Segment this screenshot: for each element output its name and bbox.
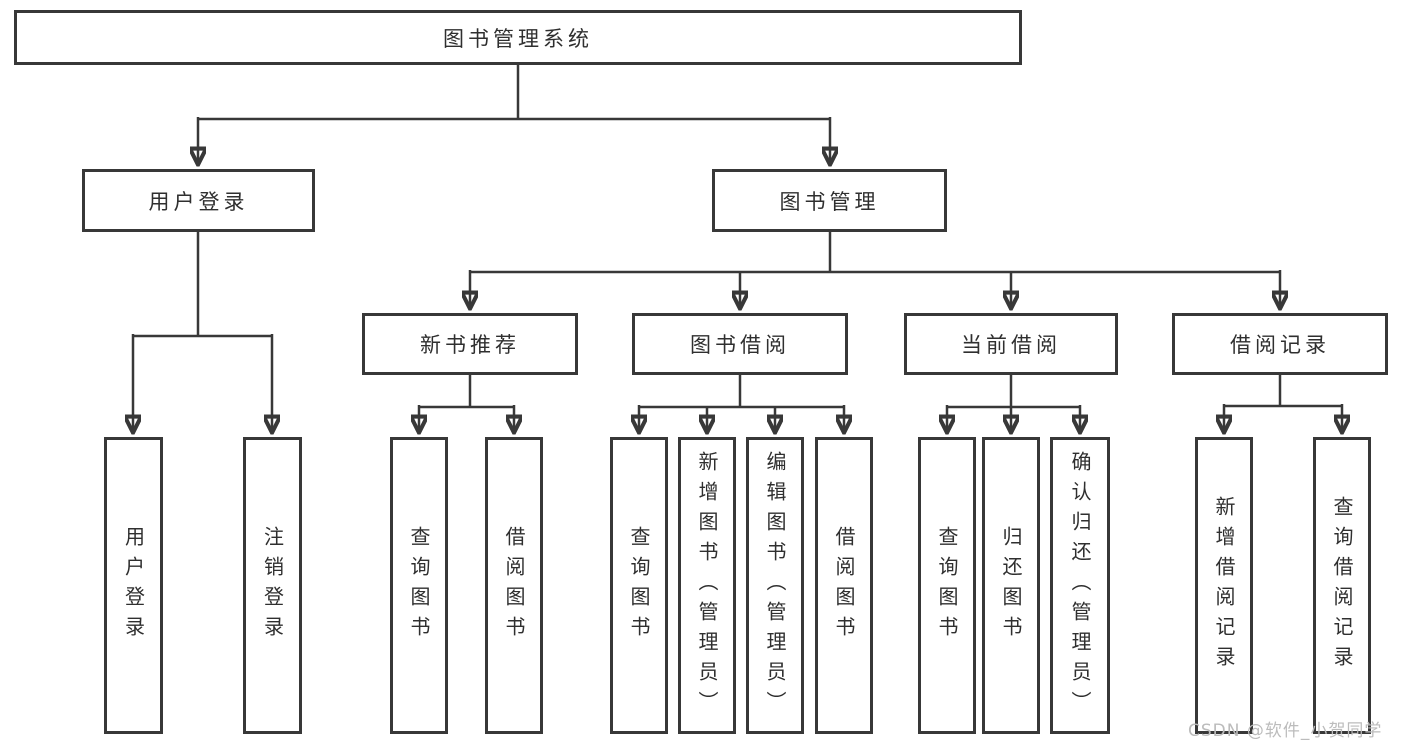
node-book-borrowing: 图书借阅 [632,313,848,375]
leaf-query-books-recommend: 查询图书 [390,437,448,734]
leaf-add-books-admin: 新增图书（管理员） [678,437,736,734]
leaf-logout: 注销登录 [243,437,302,734]
leaf-query-books-borrowing: 查询图书 [610,437,668,734]
leaf-add-borrow-record: 新增借阅记录 [1195,437,1253,734]
leaf-user-login-label: 用户登录 [121,525,146,646]
leaf-query-books-recommend-label: 查询图书 [407,525,431,646]
leaf-confirm-return-admin-label: 确认归还（管理员） [1068,450,1092,721]
leaf-logout-label: 注销登录 [260,525,285,646]
leaf-borrow-books-borrowing: 借阅图书 [815,437,873,734]
leaf-confirm-return-admin: 确认归还（管理员） [1050,437,1110,734]
leaf-borrow-books-recommend: 借阅图书 [485,437,543,734]
leaf-add-books-admin-label: 新增图书（管理员） [695,450,719,721]
leaf-return-books-label: 归还图书 [999,525,1023,646]
leaf-edit-books-admin: 编辑图书（管理员） [746,437,804,734]
node-library-system: 图书管理系统 [14,10,1022,65]
leaf-return-books: 归还图书 [982,437,1040,734]
node-borrowing-records: 借阅记录 [1172,313,1388,375]
leaf-edit-books-admin-label: 编辑图书（管理员） [763,450,787,721]
node-new-book-recommend: 新书推荐 [362,313,578,375]
node-book-management: 图书管理 [712,169,947,232]
leaf-query-books-current-label: 查询图书 [935,525,959,646]
leaf-borrow-books-borrowing-label: 借阅图书 [832,525,856,646]
leaf-add-borrow-record-label: 新增借阅记录 [1212,495,1236,676]
leaf-query-borrow-record: 查询借阅记录 [1313,437,1371,734]
leaf-borrow-books-recommend-label: 借阅图书 [502,525,526,646]
leaf-query-books-current: 查询图书 [918,437,976,734]
leaf-query-books-borrowing-label: 查询图书 [627,525,651,646]
leaf-user-login: 用户登录 [104,437,163,734]
node-current-borrowing: 当前借阅 [904,313,1118,375]
leaf-query-borrow-record-label: 查询借阅记录 [1330,495,1354,676]
csdn-watermark: CSDN @软件_小贺同学 [1188,721,1383,741]
node-user-login: 用户登录 [82,169,315,232]
